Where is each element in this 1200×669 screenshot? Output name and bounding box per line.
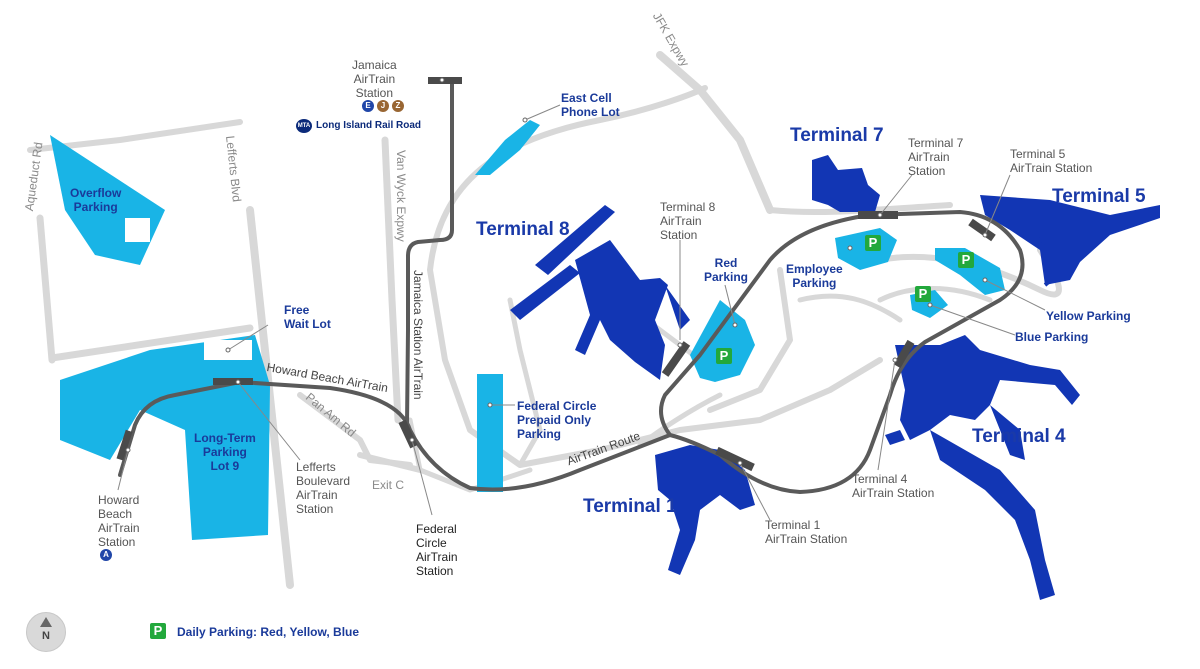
terminal-8-building [510,205,690,380]
yellow-parking-p-icon: P [958,252,974,268]
road-inner-2 [707,267,793,413]
terminal-7-label: Terminal 7 [790,125,884,146]
road-network [27,51,1062,589]
lefferts-station-marker [213,378,253,385]
free-wait-lot-label: Free Wait Lot [284,303,331,331]
t4-station-marker [893,339,915,369]
road-van-wyck [381,136,402,424]
yellow-parking-label: Yellow Parking [1046,309,1131,323]
t1-station-label: Terminal 1 AirTrain Station [765,518,848,546]
mta-logo-icon: MTA [296,119,312,133]
terminal-5-label: Terminal 5 [1052,186,1146,207]
terminal-8-label: Terminal 8 [476,219,570,240]
label-leaders [117,104,1046,521]
terminal-7-building [812,155,880,212]
legend-text: Daily Parking: Red, Yellow, Blue [177,625,360,639]
terminal-4-label: Terminal 4 [972,426,1066,447]
terminal-1-label: Terminal 1 [583,496,677,517]
airtrain-jamaica-line [405,78,454,427]
north-arrow-icon [40,617,52,627]
terminal-1-building [655,445,755,575]
terminal-buildings [510,155,1160,600]
exit-c-label: Exit C [372,478,405,492]
east-cell-phone-lot-area [475,120,540,175]
compass: N [26,612,66,652]
lirr-label: Long Island Rail Road [316,120,422,131]
yellow-parking-area [935,248,1005,295]
terminal-4-building [885,335,1080,600]
road-exit-c [357,452,423,473]
t8-station-label: Terminal 8 AirTrain Station [660,200,716,242]
federal-circle-parking-area [477,374,503,492]
subway-line-z-icon: Z [392,100,404,112]
road-central-loop [427,85,883,468]
road-aqueduct [36,214,56,364]
road-inner-4 [797,293,903,323]
red-parking-p-icon: P [716,348,732,364]
daily-parking-icon: P [150,623,166,639]
jamaica-station-label: Jamaica AirTrain Station [352,58,397,100]
subway-line-a-icon: A [100,549,112,561]
t7-station-label: Terminal 7 AirTrain Station [908,136,964,178]
terminal-5-building [980,195,1160,287]
east-cell-phone-lot-label: East Cell Phone Lot [561,91,620,119]
subway-line-e-icon: E [362,100,374,112]
blue-parking-p-icon: P [915,286,931,302]
airtrain-terminal-loop [659,210,1025,494]
t8-station-marker [661,341,691,377]
jamaica-station-marker [428,77,462,84]
label-leader-dots [125,77,988,466]
subway-line-j-icon: J [377,100,389,112]
red-parking-label: Red Parking [704,256,749,284]
blue-parking-label: Blue Parking [1015,330,1089,344]
employee-parking-label: Employee Parking [786,262,843,290]
howard-beach-station-marker [116,429,133,461]
employee-parking-p-icon: P [865,235,881,251]
compass-north-label: N [42,630,50,642]
federal-circle-parking-label: Federal Circle Prepaid Only Parking [517,399,597,441]
t5-station-marker [968,218,996,242]
t5-station-label: Terminal 5 AirTrain Station [1010,147,1093,175]
road-inner-5 [507,297,543,468]
jamaica-subway-lines: E J Z [362,100,412,112]
van-wyck-expwy-label: Van Wyck Expwy [394,150,408,242]
road-jfk-expwy [656,51,774,214]
road-inner-8 [637,392,723,448]
long-term-parking-label: Long-Term Parking Lot 9 [194,431,256,473]
road-cross [48,324,254,362]
howard-beach-station-label: Howard Beach AirTrain Station [98,493,140,549]
road-lefferts [246,206,294,589]
overflow-parking-notch [125,218,150,242]
red-parking-area [690,300,755,382]
overflow-parking-label: Overflow Parking [70,186,122,214]
lefferts-station-label: Lefferts Boulevard AirTrain Station [296,460,351,516]
jamaica-station-airtrain-label: Jamaica Station AirTrain [411,270,425,400]
t4-station-label: Terminal 4 AirTrain Station [852,472,935,500]
t1-station-marker [715,446,755,472]
federal-circle-station-label: Federal Circle AirTrain Station [416,522,458,578]
